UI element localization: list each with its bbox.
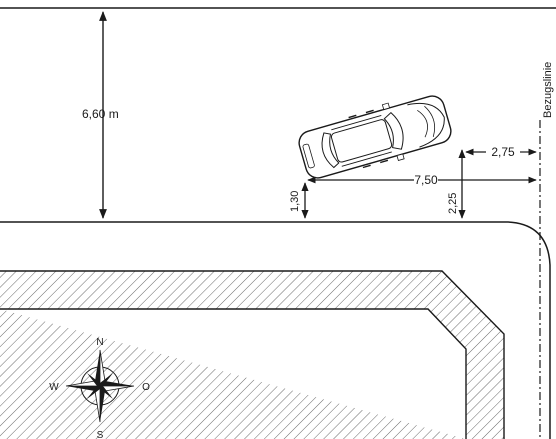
block-outer-edge — [0, 270, 505, 439]
road-bottom-edge — [0, 221, 551, 439]
compass-rose: N S W O — [49, 337, 150, 439]
span-label: 7,50 — [414, 173, 438, 187]
block-inner-edge — [0, 308, 467, 439]
compass-east: O — [142, 382, 150, 393]
rear-offset-label: 1,30 — [289, 191, 301, 212]
compass-west: W — [49, 382, 59, 393]
road-width-label: 6,60 m — [82, 107, 119, 121]
compass-north: N — [96, 337, 103, 348]
front-ref-label: 2,75 — [491, 145, 515, 159]
compass-south: S — [97, 430, 104, 439]
car — [298, 95, 452, 179]
front-offset-label: 2,25 — [447, 193, 459, 214]
reference-line-label: Bezugslinie — [542, 62, 554, 118]
